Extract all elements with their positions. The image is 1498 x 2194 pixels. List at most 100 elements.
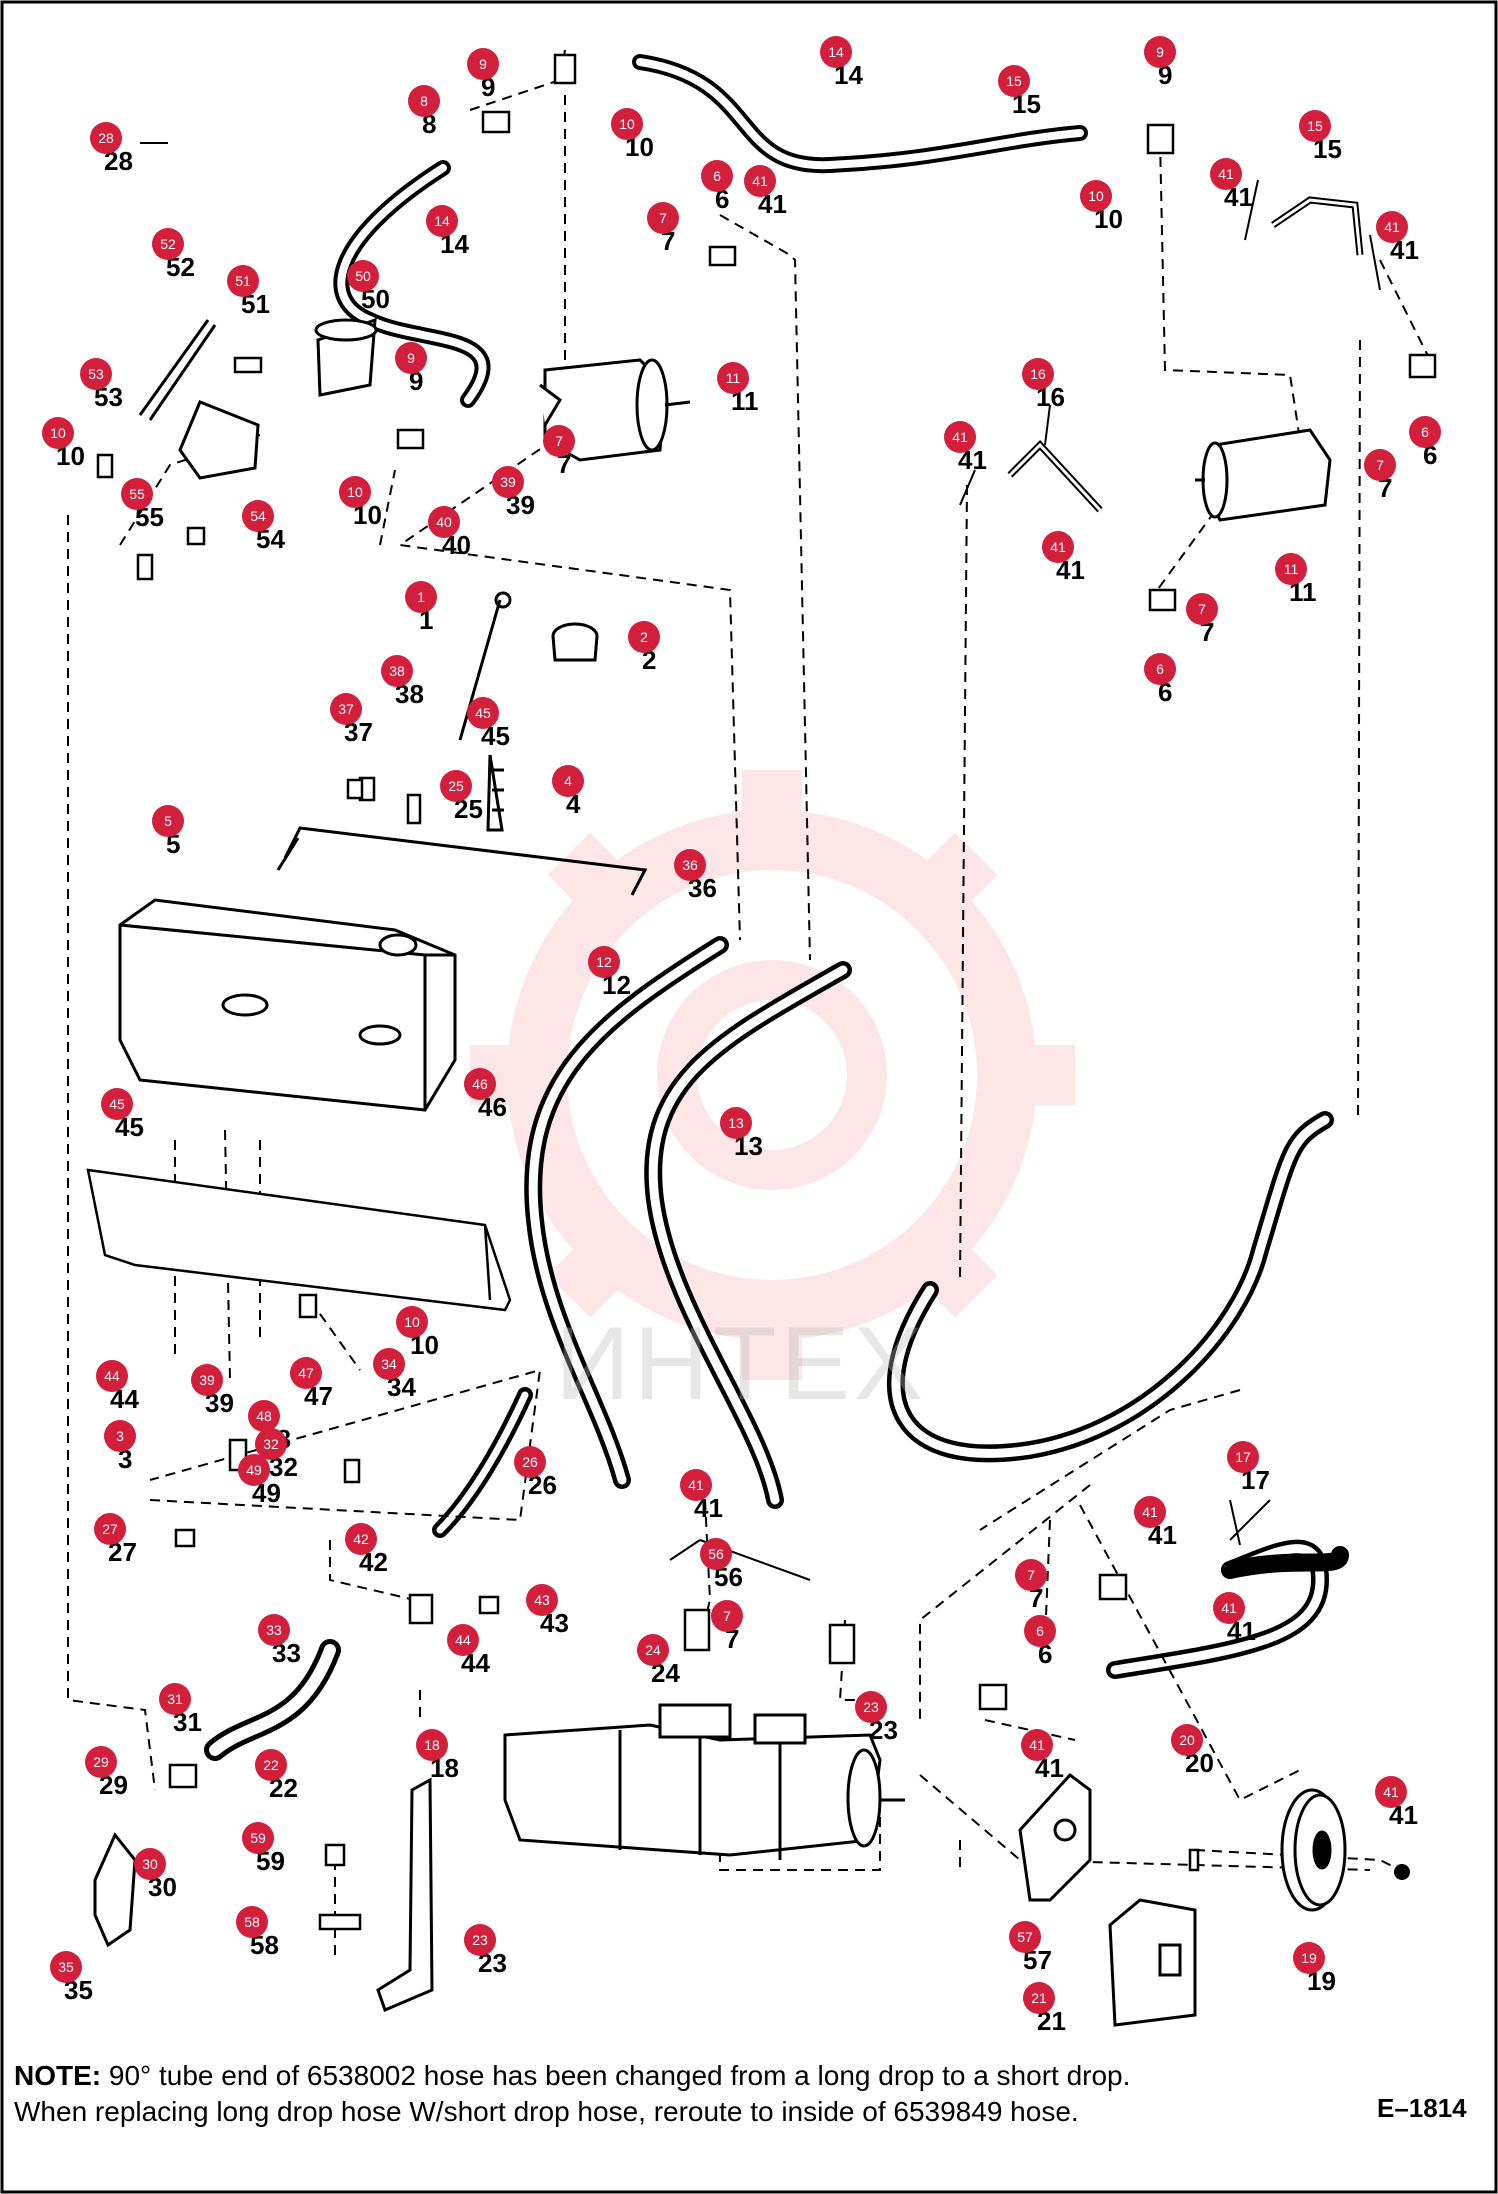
callout-7[interactable]: 7 — [543, 425, 575, 457]
callout-42[interactable]: 42 — [345, 1523, 377, 1555]
callout-41[interactable]: 41 — [1021, 1729, 1053, 1761]
callout-56[interactable]: 56 — [700, 1538, 732, 1570]
callout-41[interactable]: 41 — [1213, 1592, 1245, 1624]
callout-41[interactable]: 41 — [944, 421, 976, 453]
callout-10[interactable]: 10 — [1080, 180, 1112, 212]
callout-number: 10 — [404, 1314, 420, 1330]
callout-25[interactable]: 25 — [440, 770, 472, 802]
callout-11[interactable]: 11 — [1275, 553, 1307, 585]
callout-number: 35 — [58, 1959, 74, 1975]
callout-17[interactable]: 17 — [1227, 1441, 1259, 1473]
callout-14[interactable]: 14 — [426, 205, 458, 237]
callout-6[interactable]: 6 — [1024, 1615, 1056, 1647]
callout-33[interactable]: 33 — [258, 1614, 290, 1646]
callout-1[interactable]: 1 — [405, 581, 437, 613]
callout-39[interactable]: 39 — [492, 466, 524, 498]
callout-21[interactable]: 21 — [1023, 1982, 1055, 2014]
callout-45[interactable]: 45 — [101, 1088, 133, 1120]
callout-41[interactable]: 41 — [1042, 531, 1074, 563]
callout-10[interactable]: 10 — [42, 417, 74, 449]
callout-40[interactable]: 40 — [428, 506, 460, 538]
callout-28[interactable]: 28 — [90, 122, 122, 154]
strainer — [486, 754, 504, 832]
callout-12[interactable]: 12 — [588, 946, 620, 978]
callout-9[interactable]: 9 — [467, 48, 499, 80]
callout-54[interactable]: 54 — [242, 500, 274, 532]
callout-45[interactable]: 45 — [467, 697, 499, 729]
callout-24[interactable]: 24 — [637, 1634, 669, 1666]
callout-58[interactable]: 58 — [236, 1906, 268, 1938]
callout-57[interactable]: 57 — [1009, 1921, 1041, 1953]
callout-41[interactable]: 41 — [1375, 1776, 1407, 1808]
callout-51[interactable]: 51 — [227, 265, 259, 297]
callout-20[interactable]: 20 — [1171, 1724, 1203, 1756]
callout-3[interactable]: 3 — [104, 1420, 136, 1452]
callout-27[interactable]: 27 — [94, 1513, 126, 1545]
callout-7[interactable]: 7 — [1015, 1559, 1047, 1591]
callout-53[interactable]: 53 — [80, 358, 112, 390]
callout-31[interactable]: 31 — [159, 1683, 191, 1715]
callout-6[interactable]: 6 — [701, 160, 733, 192]
callout-8[interactable]: 8 — [408, 85, 440, 117]
callout-14[interactable]: 14 — [820, 36, 852, 68]
callout-44[interactable]: 44 — [447, 1624, 479, 1656]
callout-19[interactable]: 19 — [1293, 1942, 1325, 1974]
callout-15[interactable]: 15 — [998, 65, 1030, 97]
callout-38[interactable]: 38 — [381, 655, 413, 687]
callout-7[interactable]: 7 — [647, 202, 679, 234]
callout-13[interactable]: 13 — [720, 1107, 752, 1139]
callout-number: 45 — [475, 705, 491, 721]
callout-10[interactable]: 10 — [611, 108, 643, 140]
callout-30[interactable]: 30 — [134, 1848, 166, 1880]
callout-26[interactable]: 26 — [514, 1446, 546, 1478]
callout-16[interactable]: 16 — [1022, 358, 1054, 390]
callout-18[interactable]: 18 — [416, 1729, 448, 1761]
callout-48[interactable]: 48 — [248, 1400, 280, 1432]
diagram-code: E–1814 — [1377, 2093, 1467, 2123]
callout-55[interactable]: 55 — [121, 478, 153, 510]
callout-49[interactable]: 49 — [238, 1454, 270, 1486]
callout-41[interactable]: 41 — [1376, 211, 1408, 243]
callout-22[interactable]: 22 — [255, 1749, 287, 1781]
callout-7[interactable]: 7 — [711, 1600, 743, 1632]
callout-4[interactable]: 4 — [552, 765, 584, 797]
callout-11[interactable]: 11 — [717, 362, 749, 394]
callout-23[interactable]: 23 — [855, 1691, 887, 1723]
callout-15[interactable]: 15 — [1299, 110, 1331, 142]
motor-left — [539, 358, 691, 462]
callout-number: 15 — [1307, 118, 1323, 134]
callout-36[interactable]: 36 — [674, 849, 706, 881]
callout-number: 44 — [104, 1368, 120, 1384]
callout-41[interactable]: 41 — [1134, 1496, 1166, 1528]
callout-52[interactable]: 52 — [152, 228, 184, 260]
callout-7[interactable]: 7 — [1186, 593, 1218, 625]
callout-41[interactable]: 41 — [744, 165, 776, 197]
callout-number: 29 — [93, 1754, 109, 1770]
callout-59[interactable]: 59 — [242, 1822, 274, 1854]
callout-2[interactable]: 2 — [628, 621, 660, 653]
callout-5[interactable]: 5 — [152, 805, 184, 837]
callout-50[interactable]: 50 — [347, 260, 379, 292]
callout-9[interactable]: 9 — [395, 342, 427, 374]
callout-41[interactable]: 41 — [680, 1469, 712, 1501]
callout-35[interactable]: 35 — [50, 1951, 82, 1983]
callout-46[interactable]: 46 — [464, 1068, 496, 1100]
callout-41[interactable]: 41 — [1210, 158, 1242, 190]
callout-39[interactable]: 39 — [191, 1364, 223, 1396]
callout-23[interactable]: 23 — [464, 1924, 496, 1956]
callout-10[interactable]: 10 — [339, 476, 371, 508]
callout-37[interactable]: 37 — [330, 693, 362, 725]
callout-34[interactable]: 34 — [373, 1348, 405, 1380]
mounting-plate — [1018, 1772, 1092, 1902]
callout-6[interactable]: 6 — [1144, 653, 1176, 685]
callout-7[interactable]: 7 — [1364, 449, 1396, 481]
callout-9[interactable]: 9 — [1144, 36, 1176, 68]
callout-number: 41 — [1218, 166, 1234, 182]
callout-10[interactable]: 10 — [396, 1306, 428, 1338]
callout-number: 17 — [1235, 1449, 1251, 1465]
callout-29[interactable]: 29 — [85, 1746, 117, 1778]
callout-44[interactable]: 44 — [96, 1360, 128, 1392]
callout-47[interactable]: 47 — [290, 1357, 322, 1389]
callout-43[interactable]: 43 — [526, 1584, 558, 1616]
callout-6[interactable]: 6 — [1409, 416, 1441, 448]
